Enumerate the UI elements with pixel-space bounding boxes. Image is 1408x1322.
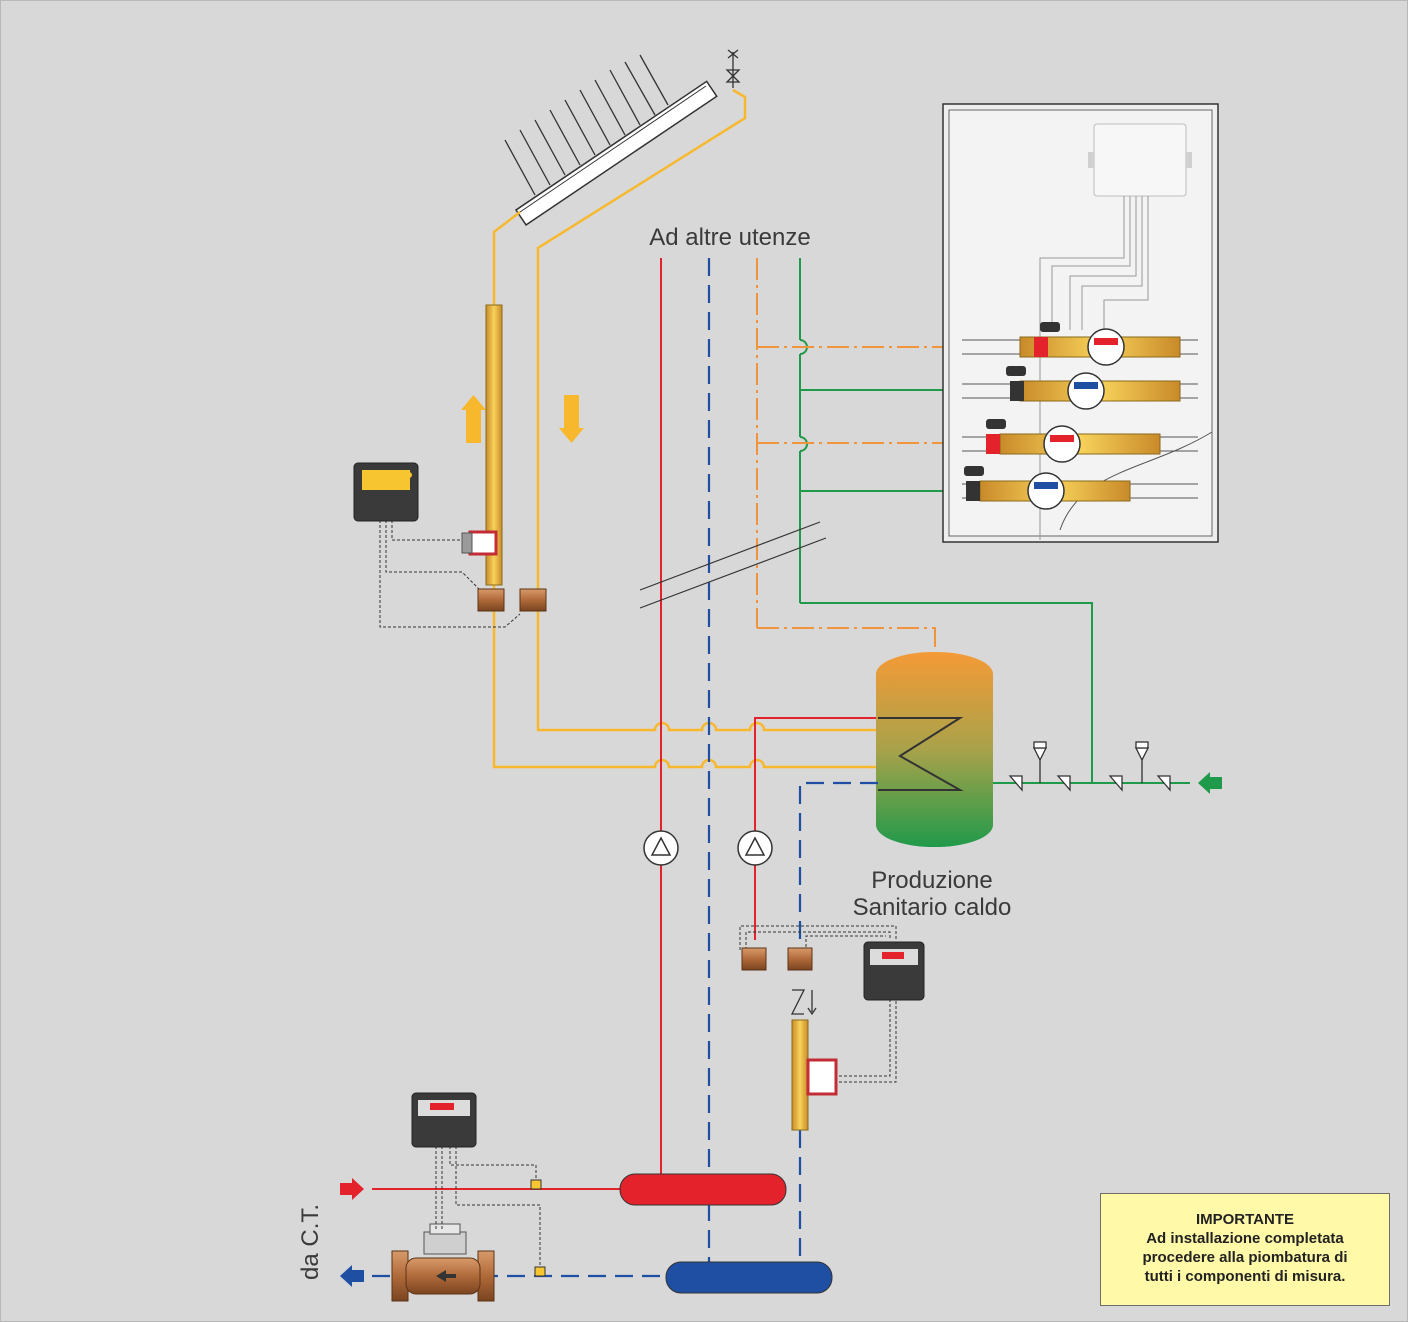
other-users-label: Ad altre utenze: [649, 224, 810, 251]
pump-icon: [643, 830, 679, 866]
dhw-flow-meter: [791, 1019, 838, 1131]
dhw-storage-tank: [876, 652, 993, 847]
water-meter-row: [986, 419, 1161, 463]
check-valve-icon: [1008, 741, 1171, 792]
production-label-1: Produzione: [871, 867, 992, 894]
water-meter-row: [1006, 366, 1181, 410]
note-line-2: procedere alla piombatura di: [1142, 1249, 1348, 1266]
heating-coil-pipes: [754, 717, 878, 940]
energy-calculator-dhw: [863, 941, 925, 1001]
mains-inlet-arrow-icon: [1198, 772, 1222, 794]
production-label-2: Sanitario caldo: [853, 894, 1012, 921]
solar-loop-pipes: [492, 88, 878, 769]
energy-calculator-main: [411, 1092, 477, 1148]
temperature-probe-icon: [530, 1179, 546, 1277]
branch-pipes: [757, 346, 960, 492]
return-arrow-icon: [340, 1265, 364, 1287]
pipe-break-lines: [639, 521, 827, 609]
note-line-1: Ad installazione completata: [1146, 1230, 1344, 1247]
hot-header: [372, 1173, 787, 1206]
flow-down-arrow-icon: [559, 395, 584, 443]
from-boiler-label: da C.T.: [297, 1204, 324, 1280]
note-title: IMPORTANTE: [1195, 1211, 1295, 1228]
supply-arrow-icon: [340, 1178, 364, 1200]
heat-meter-body: [391, 1223, 495, 1302]
solar-flow-meter: [461, 304, 503, 586]
energy-calculator-solar: [353, 462, 419, 522]
water-meter-row: [964, 466, 1131, 510]
dhw-riser: [756, 258, 936, 648]
cold-header: [372, 1261, 833, 1294]
sun-rays-icon: [504, 54, 669, 196]
note-line-3: tutti i componenti di misura.: [1144, 1268, 1346, 1285]
important-note: IMPORTANTE Ad installazione completata p…: [1100, 1193, 1390, 1306]
flow-up-arrow-icon: [461, 395, 486, 443]
ball-valve-icon: [477, 588, 547, 612]
tank-return-pipe: [798, 781, 878, 1262]
check-valve-icon: [790, 989, 817, 1016]
solar-collector: [514, 80, 718, 226]
cold-water-riser: [799, 258, 1093, 783]
pump-icon: [737, 830, 773, 866]
sensor-wires: [379, 520, 897, 1268]
ball-valve-icon: [741, 947, 813, 971]
air-vent-icon: [725, 49, 741, 88]
meter-cabinet: [942, 103, 1219, 543]
water-meter-row: [1019, 322, 1181, 366]
